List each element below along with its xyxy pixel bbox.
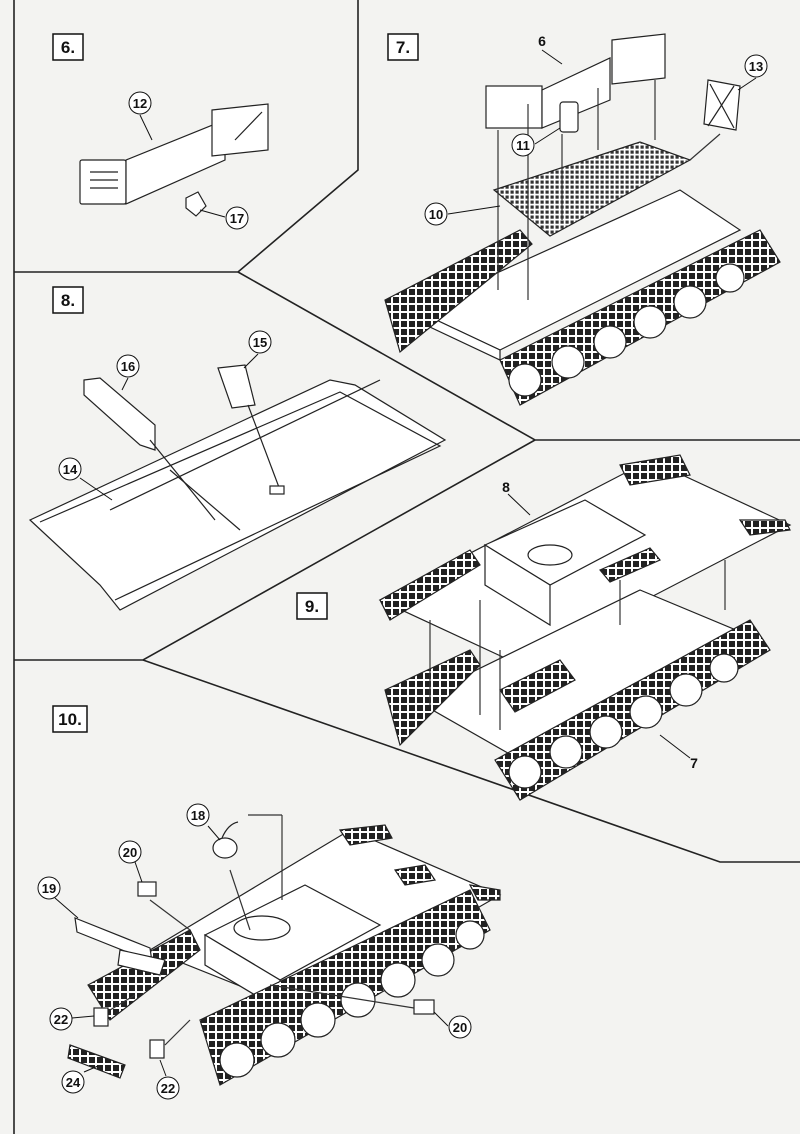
callout-part: 15: [243, 330, 272, 369]
callout-part: 20: [433, 1011, 472, 1039]
svg-text:16: 16: [121, 359, 135, 374]
svg-text:15: 15: [253, 335, 267, 350]
step-number: 6.: [61, 38, 75, 57]
step-badge: 7.: [387, 33, 419, 61]
step-10-panel: 10.: [37, 705, 502, 1100]
callout-part: 6: [538, 33, 563, 65]
callout-part: 14: [58, 457, 113, 501]
callout-part: 22: [156, 1059, 180, 1100]
callout-part: 13: [737, 54, 768, 91]
callout-part: 22: [49, 1007, 95, 1031]
step-number: 10.: [58, 710, 82, 729]
step-10-drawing: [67, 814, 502, 1086]
svg-text:18: 18: [191, 808, 205, 823]
svg-text:20: 20: [453, 1020, 467, 1035]
step-7-hull-drawing: [384, 33, 781, 406]
svg-text:22: 22: [161, 1081, 175, 1096]
svg-text:6: 6: [538, 33, 546, 49]
svg-text:12: 12: [133, 96, 147, 111]
step-badge: 6.: [52, 33, 84, 61]
callout-part: 7: [659, 734, 698, 771]
step-number: 7.: [396, 38, 410, 57]
svg-text:14: 14: [63, 462, 78, 477]
callout-part: 8: [502, 479, 531, 516]
callout-part: 10: [424, 202, 501, 226]
svg-text:10: 10: [429, 207, 443, 222]
step-number: 9.: [305, 597, 319, 616]
step-badge: 10.: [52, 705, 88, 733]
svg-text:11: 11: [516, 138, 530, 153]
callout-part: 18: [186, 803, 221, 841]
callout-part: 17: [199, 206, 249, 230]
step-7-panel: 7.: [384, 33, 781, 406]
step-8-fender-drawing: [28, 364, 447, 611]
callout-part: 16: [116, 354, 140, 391]
svg-text:17: 17: [230, 211, 244, 226]
step-9-drawing: [378, 454, 792, 801]
svg-text:24: 24: [66, 1075, 81, 1090]
step-6-drawing: [79, 103, 269, 217]
step-6-panel: 6. 12 17: [52, 33, 269, 230]
callout-part: 19: [37, 876, 79, 919]
callout-part: 24: [61, 1065, 99, 1094]
step-9-panel: 9.: [296, 454, 792, 801]
step-badge: 9.: [296, 592, 328, 620]
panel-dividers: [13, 0, 800, 1134]
svg-text:13: 13: [749, 59, 763, 74]
svg-text:22: 22: [54, 1012, 68, 1027]
svg-text:8: 8: [502, 479, 510, 495]
svg-text:7: 7: [690, 755, 698, 771]
callout-part: 20: [118, 840, 143, 883]
step-number: 8.: [61, 291, 75, 310]
svg-text:20: 20: [123, 845, 137, 860]
svg-text:19: 19: [42, 881, 56, 896]
step-badge: 8.: [52, 286, 84, 314]
callout-part: 11: [511, 127, 561, 157]
callout-part: 12: [128, 91, 153, 141]
step-8-panel: 8. 16 15 14: [28, 286, 447, 611]
